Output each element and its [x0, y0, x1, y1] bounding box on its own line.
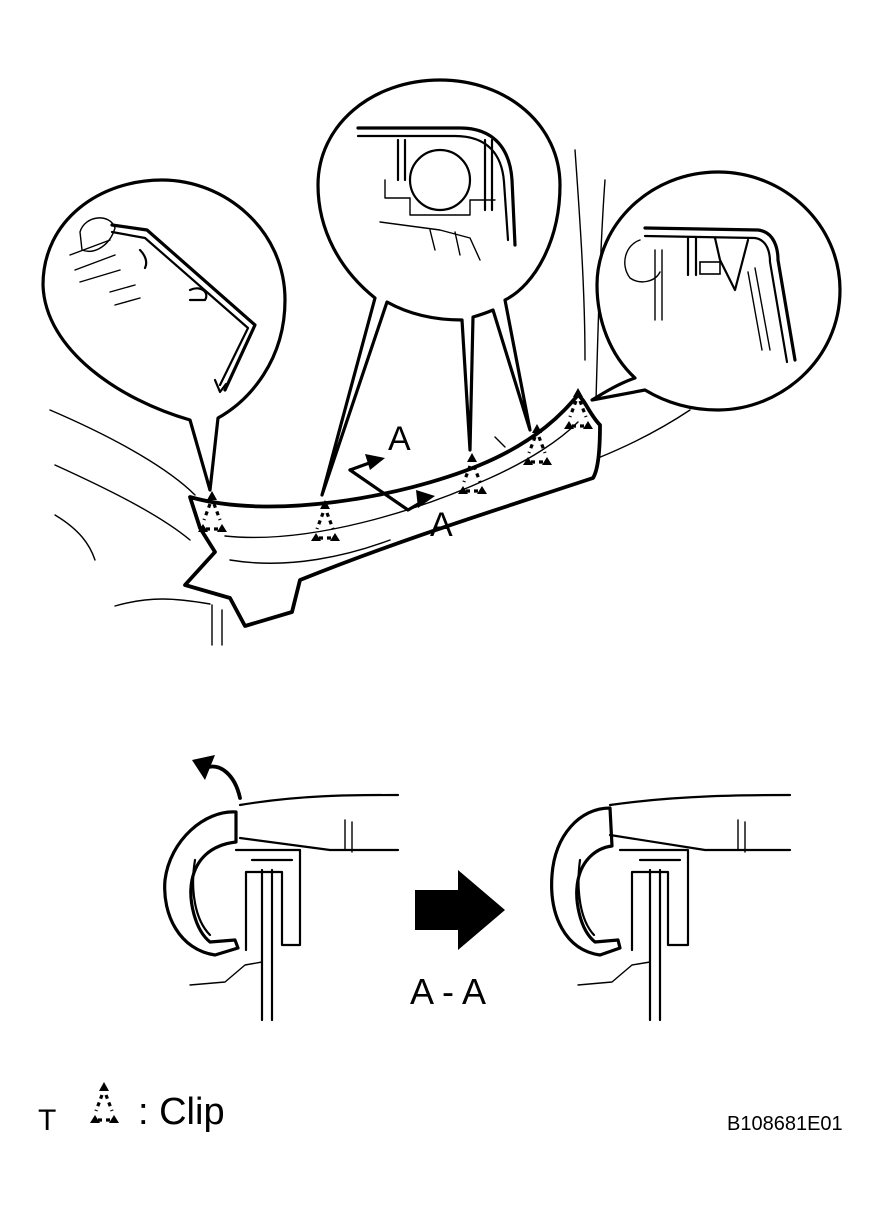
body-background-lines	[49, 149, 691, 646]
clip-triangle-icon	[521, 422, 554, 467]
arrow-icon	[415, 870, 505, 950]
legend-text: : Clip	[138, 1091, 225, 1133]
section-label-lower: A	[430, 506, 453, 544]
section-view-label: A - A	[410, 971, 486, 1012]
clip-triangle-icon	[196, 489, 229, 534]
legend-mark: T	[38, 1104, 56, 1137]
clip-triangle-icon	[88, 1080, 121, 1125]
section-view-after	[550, 793, 792, 1022]
section-label-upper: A	[388, 420, 411, 458]
detail-callout-right	[590, 170, 842, 412]
clip-markers	[196, 386, 595, 543]
part-code: B108681E01	[727, 1113, 843, 1135]
detail-callout-left	[41, 178, 287, 492]
clip-triangle-icon	[309, 498, 342, 543]
section-cut-line: A A	[348, 420, 453, 544]
detail-callout-center	[316, 78, 562, 497]
legend: T : Clip	[38, 1080, 225, 1137]
section-view-before	[163, 755, 400, 1022]
